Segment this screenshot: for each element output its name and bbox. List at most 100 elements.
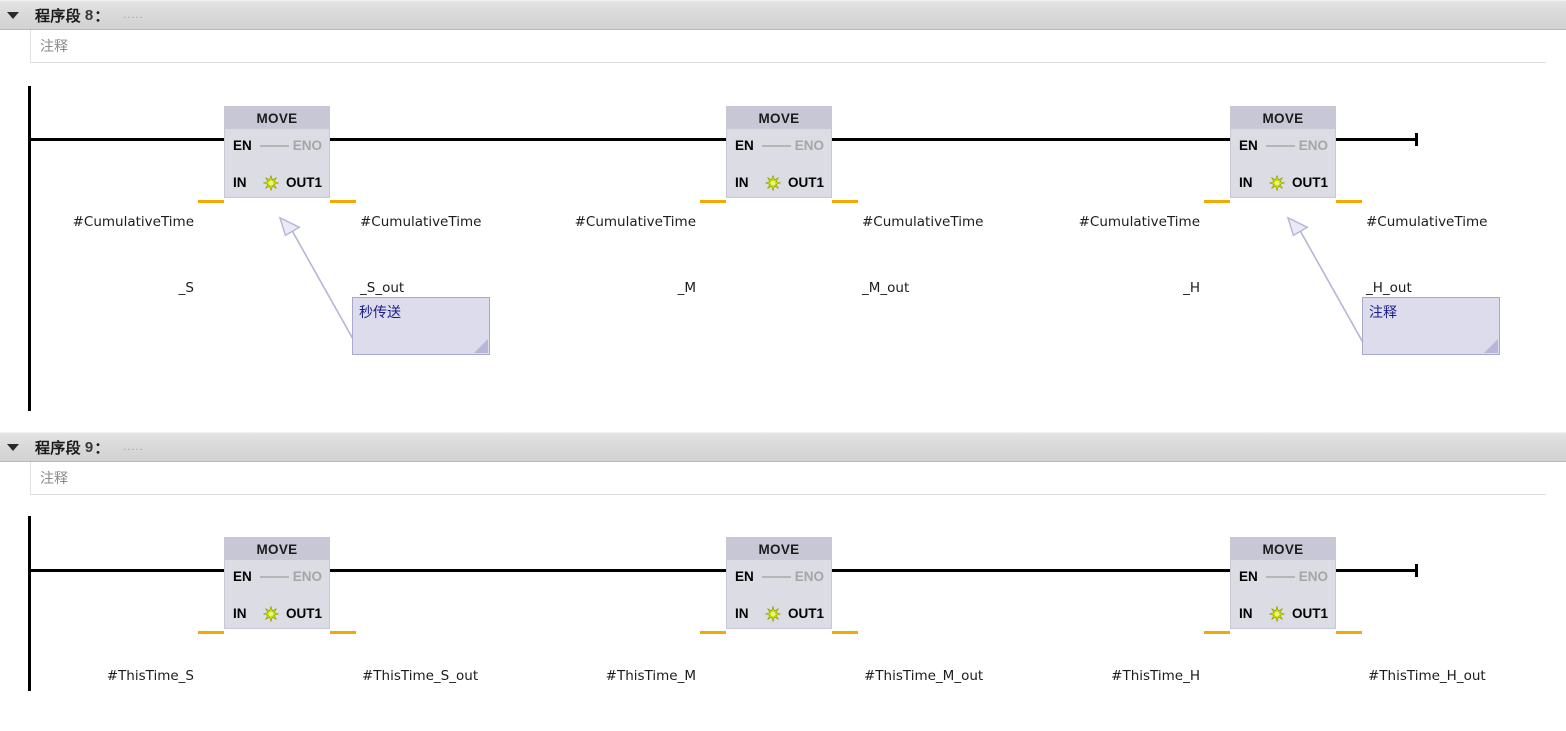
move-block-3[interactable]: MOVE EN ENO IN OUT1 — [1230, 537, 1336, 629]
eno-pin-label[interactable]: ENO — [292, 138, 322, 153]
starburst-icon — [765, 606, 781, 622]
out-operand-wire-3 — [1336, 631, 1362, 634]
in-operand-line1: #ThisTime_H — [1111, 668, 1200, 684]
left-power-rail-8 — [28, 86, 31, 411]
network-title-placeholder-8[interactable]: ..... — [123, 9, 144, 21]
en-pin-label[interactable]: EN — [735, 138, 754, 153]
en-pin-label[interactable]: EN — [233, 569, 252, 584]
out-pin-label[interactable]: OUT1 — [787, 606, 824, 621]
callout-box-2[interactable]: 注释 — [1362, 297, 1500, 355]
out-pin-label[interactable]: OUT1 — [787, 175, 824, 190]
move-block-2[interactable]: MOVE EN ENO IN OUT1 — [726, 537, 832, 629]
move-block-1[interactable]: MOVE EN ENO IN OUT1 — [224, 106, 330, 198]
en-pin-label[interactable]: EN — [1239, 569, 1258, 584]
left-power-rail-9 — [28, 516, 31, 691]
network-title-8: 程序段 — [35, 7, 81, 25]
in-operand-wire-1 — [198, 631, 224, 634]
move-block-body: EN ENO IN OUT1 — [727, 560, 831, 628]
rung-wire-segment-3 — [832, 569, 1230, 572]
move-block-body: EN ENO IN OUT1 — [225, 560, 329, 628]
in-operand-line1: #ThisTime_M — [605, 668, 696, 684]
comment-underline — [30, 494, 1546, 495]
in-operand-line2: _H — [1183, 280, 1200, 296]
network-header-8[interactable]: 程序段 8 ： ..... — [0, 0, 1566, 30]
network-header-9[interactable]: 程序段 9 ： ..... — [0, 432, 1566, 462]
out-operand-label-3[interactable]: #CumulativeTime _H_out — [1366, 167, 1487, 343]
network-title-9: 程序段 — [35, 439, 81, 457]
eno-pin-label[interactable]: ENO — [292, 569, 322, 584]
move-block-title: MOVE — [1231, 107, 1335, 129]
in-operand-wire-1 — [198, 200, 224, 203]
en-eno-connector — [260, 576, 289, 578]
out-operand-line2: _M_out — [862, 280, 910, 296]
in-operand-label-3[interactable]: #CumulativeTime _H — [1024, 167, 1200, 343]
in-pin-label[interactable]: IN — [735, 606, 749, 621]
move-block-2[interactable]: MOVE EN ENO IN OUT1 — [726, 106, 832, 198]
network-colon-9: ： — [94, 439, 110, 457]
rung-wire-segment-3 — [832, 138, 1230, 141]
out-operand-line1: #ThisTime_M_out — [864, 668, 984, 684]
ladder-canvas-9: MOVE EN ENO IN OUT1 #ThisTime_S #ThisTim… — [0, 496, 1566, 695]
in-operand-label-3[interactable]: #ThisTime_H — [1024, 621, 1200, 731]
eno-pin-label[interactable]: ENO — [1298, 138, 1328, 153]
starburst-icon — [263, 175, 279, 191]
move-block-1[interactable]: MOVE EN ENO IN OUT1 — [224, 537, 330, 629]
en-eno-connector — [1266, 576, 1295, 578]
en-pin-label[interactable]: EN — [233, 138, 252, 153]
comment-underline — [30, 62, 1546, 63]
starburst-icon — [765, 175, 781, 191]
in-pin-label[interactable]: IN — [233, 175, 247, 190]
eno-pin-label[interactable]: ENO — [1298, 569, 1328, 584]
network-number-9: 9 — [84, 438, 94, 456]
in-operand-label-2[interactable]: #CumulativeTime _M — [520, 167, 696, 343]
out-pin-label[interactable]: OUT1 — [1291, 175, 1328, 190]
comment-left-divider — [30, 30, 31, 63]
out-pin-label[interactable]: OUT1 — [285, 606, 322, 621]
network-comment-9[interactable]: 注释 — [40, 471, 68, 487]
eno-pin-label[interactable]: ENO — [794, 569, 824, 584]
out-operand-label-2[interactable]: #ThisTime_M_out — [864, 621, 983, 731]
out-operand-line1: #ThisTime_H_out — [1368, 668, 1486, 684]
in-operand-wire-2 — [700, 200, 726, 203]
move-block-body: EN ENO IN OUT1 — [727, 129, 831, 197]
move-block-3[interactable]: MOVE EN ENO IN OUT1 — [1230, 106, 1336, 198]
en-eno-connector — [1266, 145, 1295, 147]
network-comment-8[interactable]: 注释 — [40, 39, 68, 55]
move-block-title: MOVE — [727, 538, 831, 560]
out-pin-label[interactable]: OUT1 — [1291, 606, 1328, 621]
en-pin-label[interactable]: EN — [735, 569, 754, 584]
in-operand-line2: _S — [178, 280, 194, 296]
callout-resize-grip[interactable] — [474, 339, 488, 353]
network-comment-row-9[interactable]: 注释 — [0, 462, 1566, 495]
in-pin-label[interactable]: IN — [1239, 606, 1253, 621]
network-comment-row-8[interactable]: 注释 — [0, 30, 1566, 63]
callout-resize-grip[interactable] — [1484, 339, 1498, 353]
move-block-body: EN ENO IN OUT1 — [1231, 129, 1335, 197]
callout-box-1[interactable]: 秒传送 — [352, 297, 490, 355]
in-operand-line1: #CumulativeTime — [1078, 214, 1200, 230]
in-operand-label-1[interactable]: #ThisTime_S — [18, 621, 194, 731]
callout-text-1[interactable]: 秒传送 — [359, 305, 401, 321]
out-operand-wire-2 — [832, 200, 858, 203]
ladder-canvas-8: MOVE EN ENO IN OUT1 #CumulativeTime _S #… — [0, 64, 1566, 429]
out-operand-label-2[interactable]: #CumulativeTime _M_out — [862, 167, 983, 343]
en-pin-label[interactable]: EN — [1239, 138, 1258, 153]
eno-pin-label[interactable]: ENO — [794, 138, 824, 153]
callout-text-2[interactable]: 注释 — [1369, 305, 1397, 321]
rung-wire-segment-2 — [330, 138, 726, 141]
out-operand-label-1[interactable]: #ThisTime_S_out — [362, 621, 478, 731]
triangle-down-icon[interactable] — [7, 443, 19, 451]
triangle-down-icon[interactable] — [7, 11, 19, 19]
in-pin-label[interactable]: IN — [735, 175, 749, 190]
out-operand-line2: _H_out — [1366, 280, 1412, 296]
in-operand-label-2[interactable]: #ThisTime_M — [520, 621, 696, 731]
out-operand-label-3[interactable]: #ThisTime_H_out — [1368, 621, 1486, 731]
in-pin-label[interactable]: IN — [1239, 175, 1253, 190]
network-title-placeholder-9[interactable]: ..... — [123, 441, 144, 453]
out-operand-label-1[interactable]: #CumulativeTime _S_out — [360, 167, 481, 343]
move-block-title: MOVE — [1231, 538, 1335, 560]
in-operand-label-1[interactable]: #CumulativeTime _S — [18, 167, 194, 343]
out-operand-line1: #CumulativeTime — [1366, 214, 1488, 230]
out-pin-label[interactable]: OUT1 — [285, 175, 322, 190]
in-pin-label[interactable]: IN — [233, 606, 247, 621]
